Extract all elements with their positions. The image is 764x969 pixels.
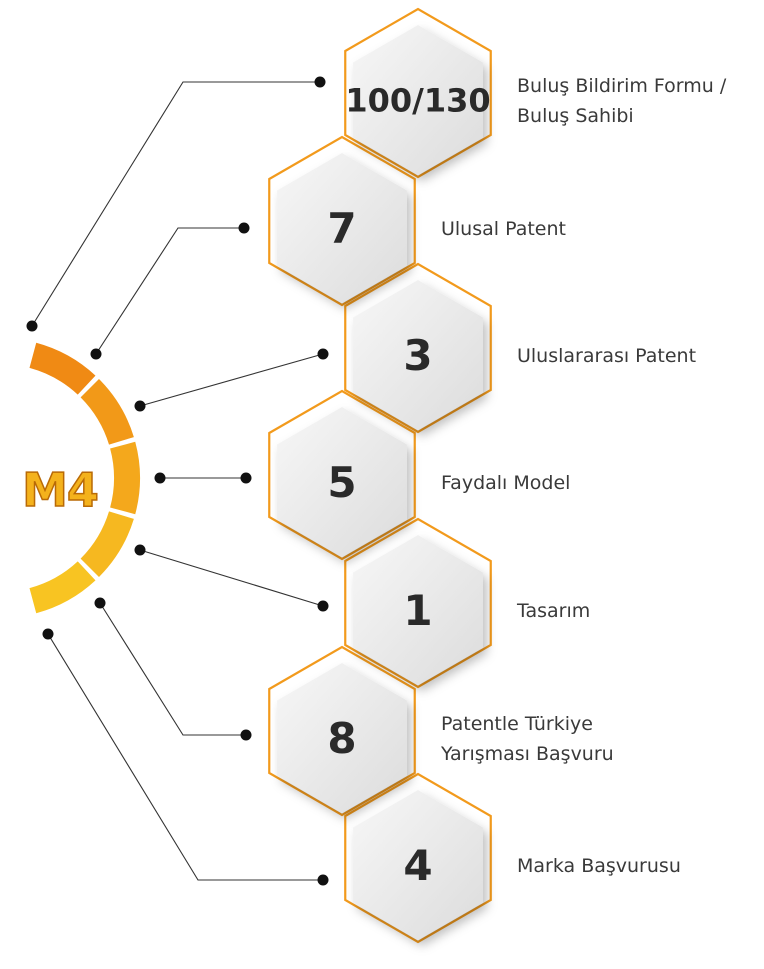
connector-dot — [42, 628, 54, 640]
hex-shape — [277, 407, 407, 557]
hex-value: 7 — [327, 204, 356, 253]
hex-shape — [277, 663, 407, 813]
connector-dot — [154, 472, 166, 484]
hex-outline — [344, 7, 492, 179]
hex-node: 5 Faydalı Model — [277, 407, 570, 557]
hex-label: Patentle Türkiye — [441, 713, 593, 735]
hex-label: Buluş Sahibi — [517, 105, 634, 127]
connector-dot — [317, 348, 329, 360]
hex-node: 100/130 Buluş Bildirim Formu / Buluş Sahib… — [345, 25, 727, 175]
connector-dot — [240, 729, 252, 741]
hex-value: 8 — [327, 714, 356, 763]
ring-segment — [80, 511, 134, 577]
hex-shape — [277, 153, 407, 303]
hex-label: Marka Başvurusu — [517, 855, 681, 877]
connector-dot — [238, 222, 250, 234]
connector-line — [139, 549, 324, 607]
hex-outline — [344, 517, 492, 689]
hex-label: Ulusal Patent — [441, 218, 566, 240]
connector-lines — [26, 76, 329, 886]
hex-shape — [353, 280, 483, 430]
hex-shape — [353, 790, 483, 940]
hex-shape — [353, 25, 483, 175]
connector-dot — [26, 320, 38, 332]
connector-line — [47, 633, 323, 881]
hex-label: Tasarım — [516, 600, 590, 622]
ring-segment — [110, 441, 140, 515]
hex-outline — [268, 389, 416, 561]
ring-segment — [29, 561, 96, 614]
hex-shape — [353, 535, 483, 685]
hex-value: 5 — [327, 458, 356, 507]
ring-segment — [29, 342, 96, 395]
connector-dot — [317, 600, 329, 612]
center-label: M4 — [22, 463, 98, 517]
hex-outline — [344, 772, 492, 944]
hex-value: 3 — [403, 331, 432, 380]
hex-node: 3 Uluslararası Patent — [353, 280, 696, 430]
connector-dot — [134, 400, 146, 412]
hex-value: 4 — [403, 841, 432, 890]
hex-value: 1 — [403, 586, 432, 635]
connector-dot — [240, 472, 252, 484]
hex-label: Buluş Bildirim Formu / — [517, 75, 727, 97]
connector-line — [31, 81, 320, 327]
connector-dot — [317, 874, 329, 886]
connector-dot — [90, 348, 102, 360]
connector-line — [139, 353, 324, 407]
hex-node: 4 Marka Başvurusu — [353, 790, 681, 940]
hex-label: Yarışması Başvuru — [440, 743, 614, 765]
hexagon-column: 100/130 Buluş Bildirim Formu / Buluş Sahib… — [268, 7, 727, 944]
hex-node: 7 Ulusal Patent — [277, 153, 566, 303]
hex-outline — [268, 135, 416, 307]
hex-label: Uluslararası Patent — [517, 345, 696, 367]
ring-segment — [80, 379, 134, 445]
hex-outline — [344, 262, 492, 434]
hex-label: Faydalı Model — [441, 472, 570, 494]
hex-node: 1 Tasarım — [353, 535, 590, 685]
connector-line — [95, 227, 244, 355]
connector-dot — [314, 76, 326, 88]
connector-line — [99, 602, 246, 736]
hex-outline — [268, 645, 416, 817]
connector-dot — [94, 597, 106, 609]
hex-value: 100/130 — [345, 82, 490, 120]
center-ring — [29, 342, 140, 614]
connector-dot — [134, 544, 146, 556]
